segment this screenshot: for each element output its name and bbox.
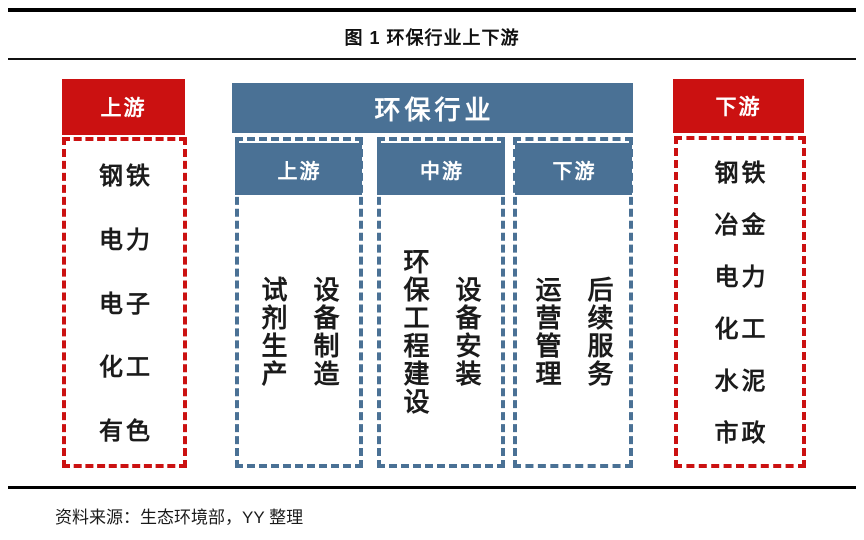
bottom-rule	[8, 486, 856, 489]
downstream-item: 化工	[714, 316, 769, 343]
upstream-item: 电力	[99, 226, 153, 254]
downstream-item: 市政	[714, 420, 769, 447]
top-rule	[8, 8, 856, 12]
source-note: 资料来源：生态环境部，YY 整理	[55, 508, 304, 527]
industry-panel-header: 环保行业	[232, 83, 633, 133]
segment-upstream-header: 上游	[235, 143, 362, 195]
downstream-item: 冶金	[714, 212, 769, 239]
segment-downstream-header: 下游	[515, 143, 632, 195]
segment-midstream-box	[377, 137, 505, 468]
activity-vertical-text: 设备安装	[452, 275, 482, 388]
downstream-item: 钢铁	[714, 160, 769, 187]
upstream-panel-header: 上游	[62, 79, 185, 135]
segment-downstream-box	[513, 137, 633, 468]
downstream-panel-box: 钢铁 冶金 电力 化工 水泥 市政	[674, 136, 806, 468]
upstream-panel-box: 钢铁 电力 电子 化工 有色	[62, 137, 187, 468]
upstream-item: 有色	[99, 418, 153, 445]
activity-vertical-text: 运营管理	[532, 275, 562, 388]
segment-upstream-activities: 试剂生产 设备制造	[235, 199, 363, 464]
segment-downstream-activities: 运营管理 后续服务	[513, 199, 633, 464]
activity-vertical-text: 后续服务	[584, 275, 614, 388]
title-divider-rule	[8, 58, 856, 60]
downstream-panel-header: 下游	[673, 79, 804, 133]
upstream-item: 化工	[99, 354, 153, 382]
segment-midstream-header: 中游	[377, 143, 505, 195]
segment-midstream-activities: 环保工程建设 设备安装	[377, 199, 505, 464]
upstream-item: 钢铁	[99, 163, 153, 190]
downstream-item: 电力	[714, 264, 769, 291]
activity-vertical-text: 试剂生产	[258, 275, 288, 388]
downstream-item: 水泥	[714, 368, 769, 395]
segment-upstream-box	[235, 137, 363, 468]
activity-vertical-text: 环保工程建设	[400, 247, 430, 416]
activity-vertical-text: 设备制造	[310, 275, 340, 388]
figure-title: 图 1 环保行业上下游	[344, 28, 520, 48]
upstream-item: 电子	[99, 290, 153, 318]
